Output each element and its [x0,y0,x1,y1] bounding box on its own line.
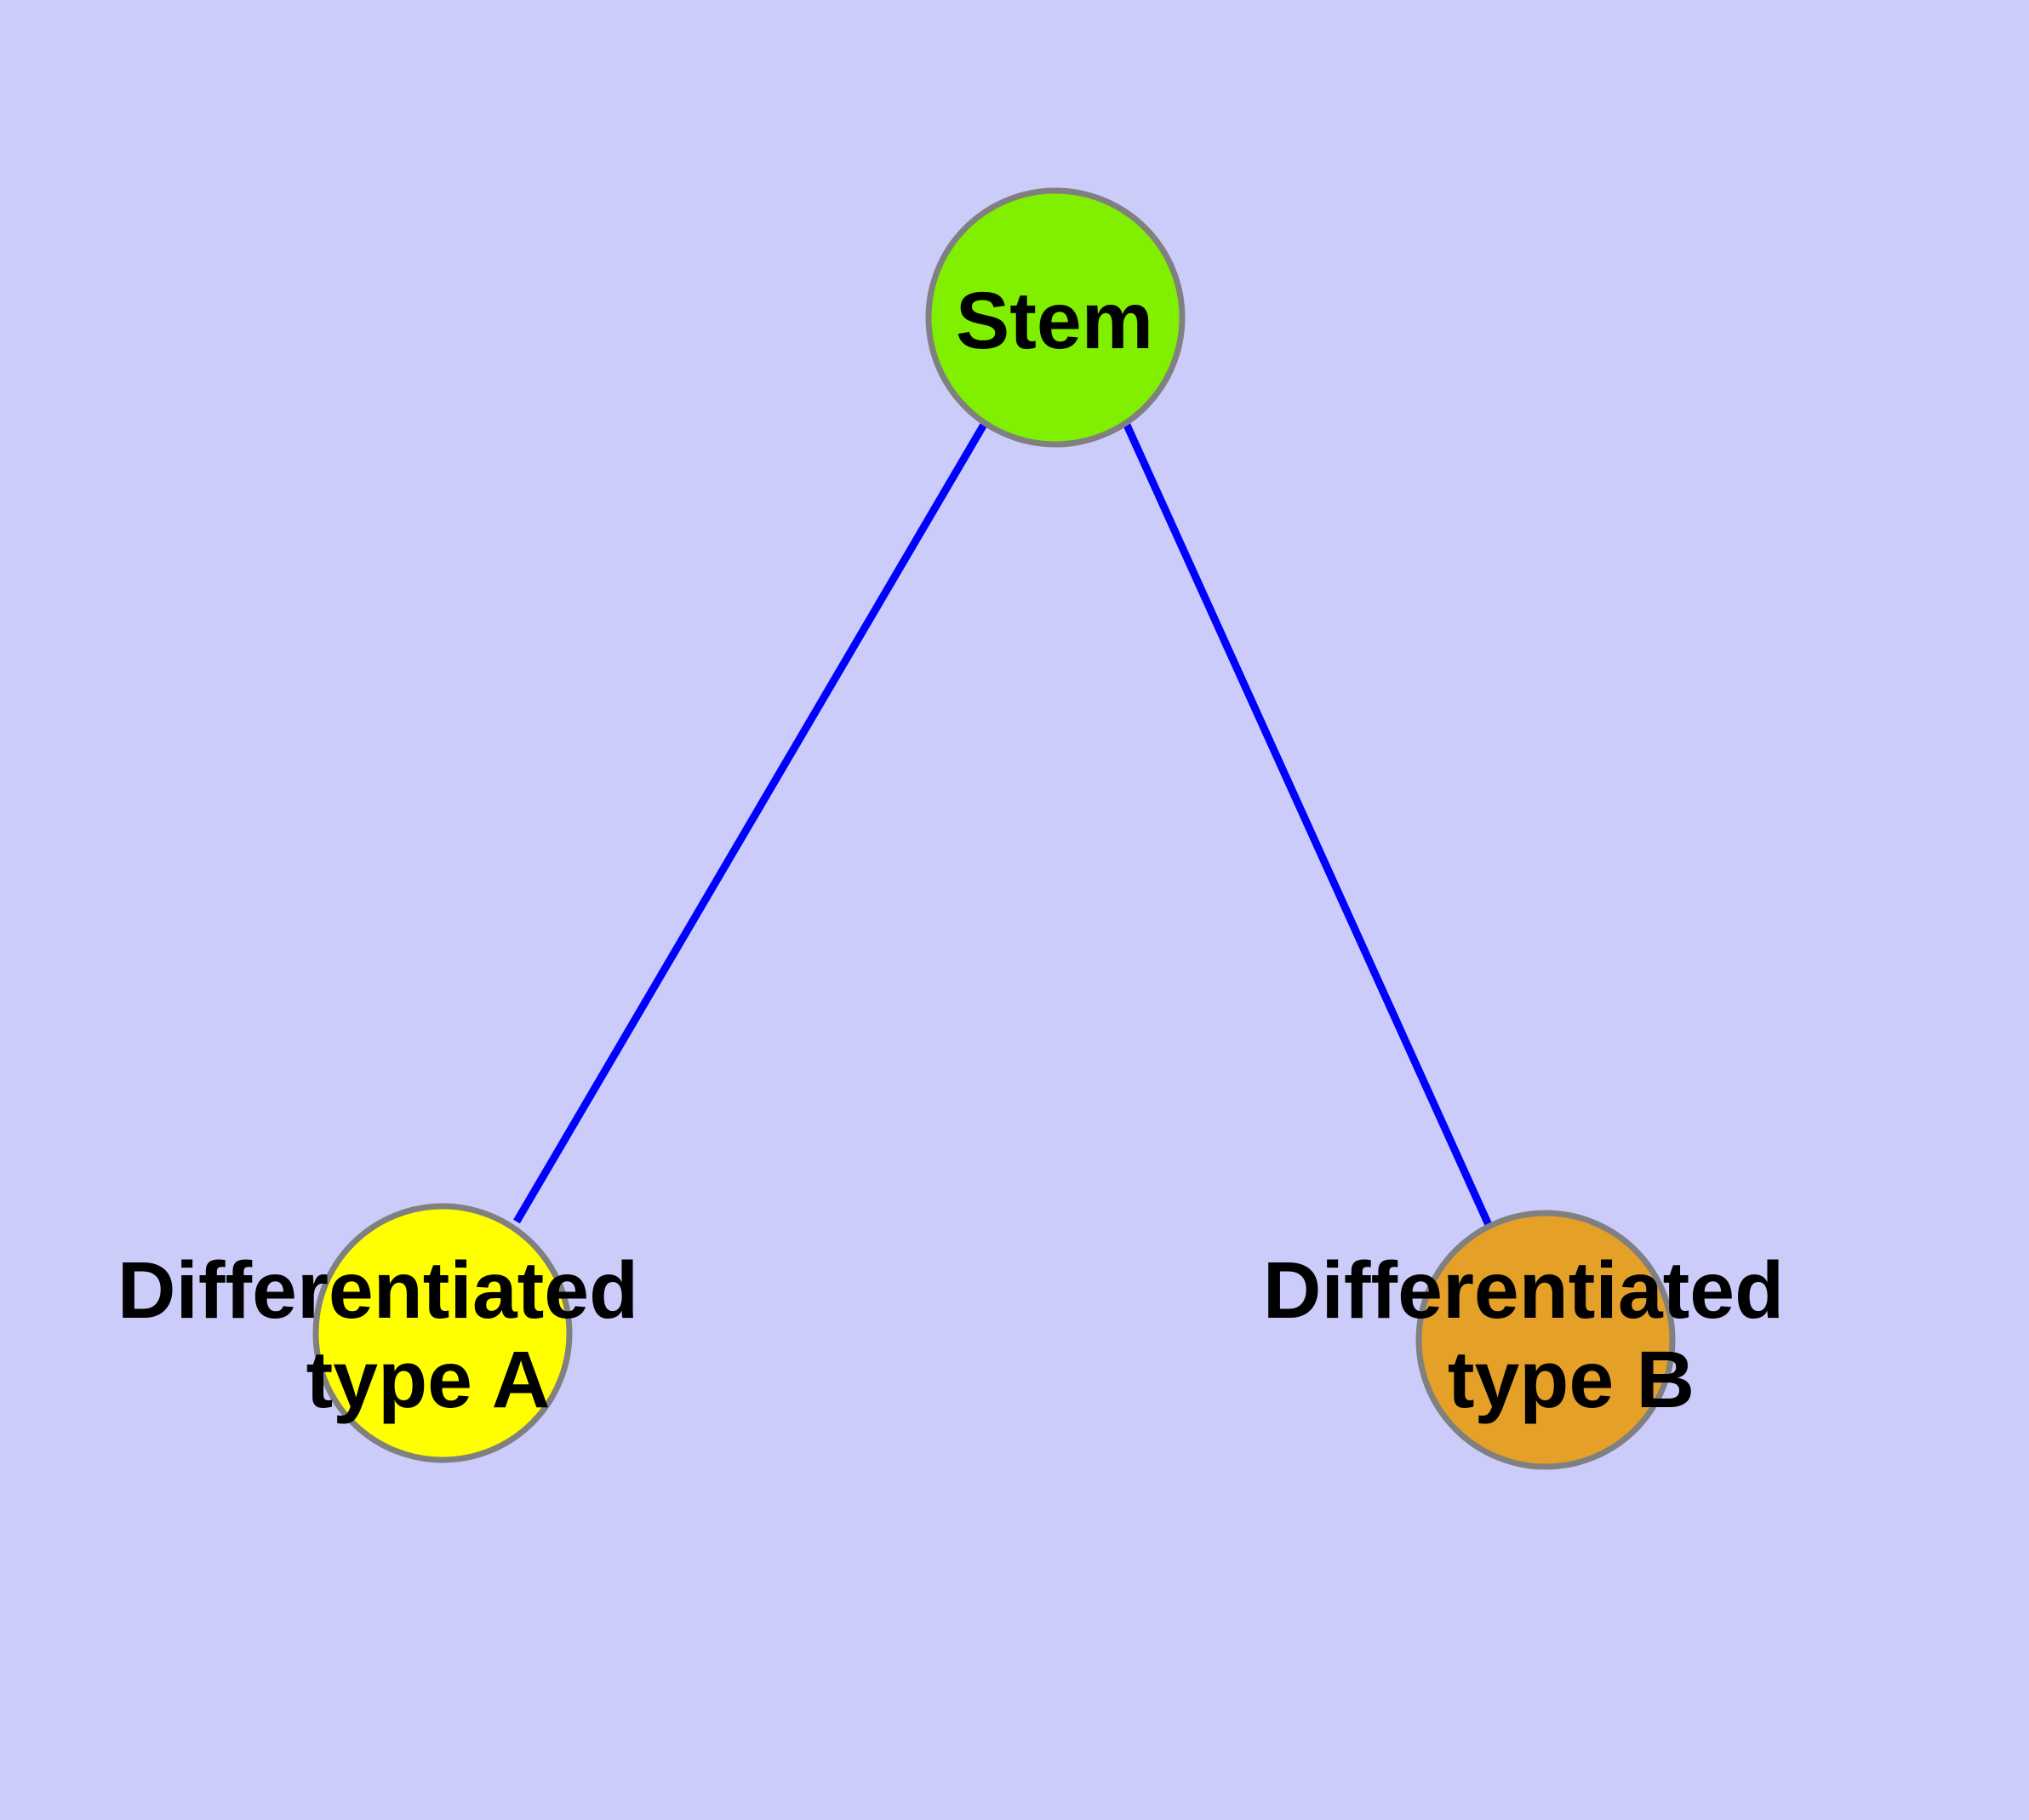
node-label-differentiated-type-b-line1: Differentiated [1263,1245,1784,1336]
node-layer [312,187,1676,1470]
node-label-differentiated-type-a-line2: type A [306,1335,551,1425]
node-label-stem: Stem [956,276,1153,366]
label-layer: Stem Differentiated type A Differentiate… [117,276,1784,1425]
edge-layer [513,421,1494,1228]
node-label-differentiated-type-a-line1: Differentiated [117,1245,638,1336]
node-stem[interactable] [925,187,1186,448]
edge-stem-to-differentiated-type-b[interactable] [1122,421,1494,1228]
edge-stem-to-differentiated-type-a[interactable] [513,421,988,1224]
node-differentiated-type-a[interactable] [312,1203,573,1463]
node-label-differentiated-type-b-line2: type B [1448,1335,1695,1425]
node-differentiated-type-b[interactable] [1415,1210,1676,1470]
